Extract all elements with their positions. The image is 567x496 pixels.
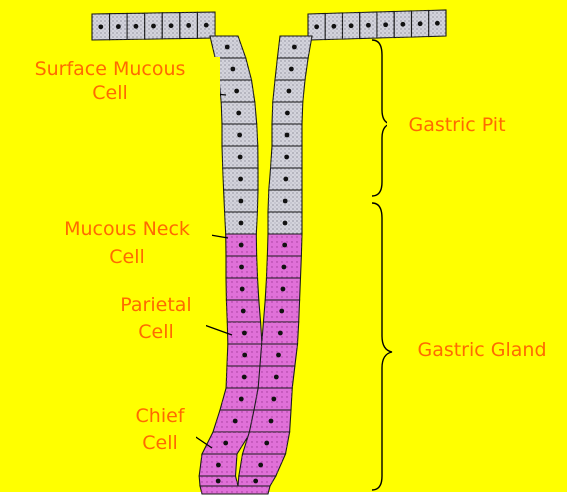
surface-left-nucleus: [133, 23, 139, 29]
right-column-nucleus: [282, 220, 288, 226]
right-column-nucleus: [273, 374, 279, 380]
left-column-nucleus: [238, 220, 244, 226]
left-column-nucleus: [238, 176, 243, 182]
right-column-nucleus: [279, 308, 285, 314]
surface-left-nucleus: [115, 24, 121, 29]
gastric-pit-label: Gastric Pit: [387, 113, 527, 141]
right-column-nucleus: [284, 154, 290, 160]
chief-line2: Cell: [142, 432, 178, 454]
right-column-nucleus: [282, 242, 288, 248]
parietal-cell-label: Parietal Cell: [106, 292, 206, 348]
gastric-gland-label: Gastric Gland: [397, 338, 567, 368]
surface-mucous-cell-label: Surface Mucous Cell: [0, 57, 220, 107]
right-column-nucleus: [271, 396, 277, 402]
right-column-nucleus: [286, 88, 292, 94]
right-column-nucleus: [258, 462, 264, 468]
surface-right-nucleus: [434, 20, 440, 26]
left-column-nucleus: [241, 374, 247, 380]
right-column-nucleus: [268, 418, 274, 424]
left-column-nucleus: [236, 110, 242, 116]
right-column-nucleus: [285, 110, 290, 116]
chief-line1: Chief: [135, 405, 185, 427]
gastric-gland-brace: [371, 202, 393, 491]
surface-right-nucleus: [365, 22, 371, 28]
surface-right-nucleus: [314, 24, 320, 30]
mucous-neck-cell-label: Mucous Neck Cell: [42, 215, 212, 273]
surface-left-nucleus: [203, 22, 209, 28]
surface-left-nucleus: [151, 23, 156, 29]
right-column-nucleus: [277, 330, 283, 336]
right-column-nucleus: [280, 286, 286, 292]
right-column-nucleus: [253, 478, 259, 484]
gland-base-cell-texture: [200, 486, 270, 494]
surface-right-nucleus: [400, 21, 406, 27]
left-column-nucleus: [242, 352, 248, 358]
parietal-line2: Cell: [138, 321, 174, 343]
left-column-nucleus: [216, 462, 221, 468]
surface-left-nucleus: [186, 23, 192, 28]
left-column-nucleus: [242, 330, 247, 336]
left-column-nucleus: [223, 440, 229, 446]
surface-mucous-line2: Cell: [92, 82, 128, 104]
left-column-nucleus: [237, 132, 243, 138]
gastric-gland-text: Gastric Gland: [417, 339, 547, 361]
right-column-nucleus: [276, 352, 281, 358]
surface-right-nucleus: [348, 23, 354, 29]
right-column-nucleus: [284, 132, 290, 138]
gastric-pit-text: Gastric Pit: [408, 114, 506, 136]
right-column-nucleus: [288, 66, 294, 72]
right-column-nucleus: [264, 440, 270, 446]
left-column-nucleus: [239, 286, 245, 292]
epithelium-cells: [91, 9, 447, 495]
left-column-nucleus: [230, 66, 236, 72]
right-column-nucleus: [281, 264, 287, 270]
parietal-line1: Parietal: [120, 294, 192, 316]
left-column-nucleus: [224, 44, 230, 50]
right-column-nucleus: [282, 198, 288, 204]
left-column-nucleus: [215, 478, 221, 484]
left-column-nucleus: [239, 264, 244, 270]
left-column-nucleus: [232, 418, 238, 424]
mucous-neck-line2: Cell: [109, 246, 145, 268]
surface-mucous-line1: Surface Mucous: [34, 58, 186, 80]
left-column-nucleus: [237, 154, 243, 160]
left-column-nucleus: [240, 308, 246, 314]
surface-right-nucleus: [417, 21, 423, 27]
left-column-nucleus: [234, 88, 240, 94]
surface-left-nucleus: [98, 24, 104, 30]
surface-left-nucleus: [168, 23, 174, 29]
chief-cell-label: Chief Cell: [124, 403, 196, 459]
right-column-nucleus: [291, 44, 297, 50]
surface-right-nucleus: [331, 23, 337, 29]
left-column-nucleus: [238, 198, 244, 204]
left-column-nucleus: [238, 396, 244, 402]
mucous-neck-line1: Mucous Neck: [64, 218, 190, 240]
left-column-nucleus: [238, 242, 244, 248]
surface-right-nucleus: [383, 22, 389, 28]
right-column-nucleus: [283, 176, 289, 182]
